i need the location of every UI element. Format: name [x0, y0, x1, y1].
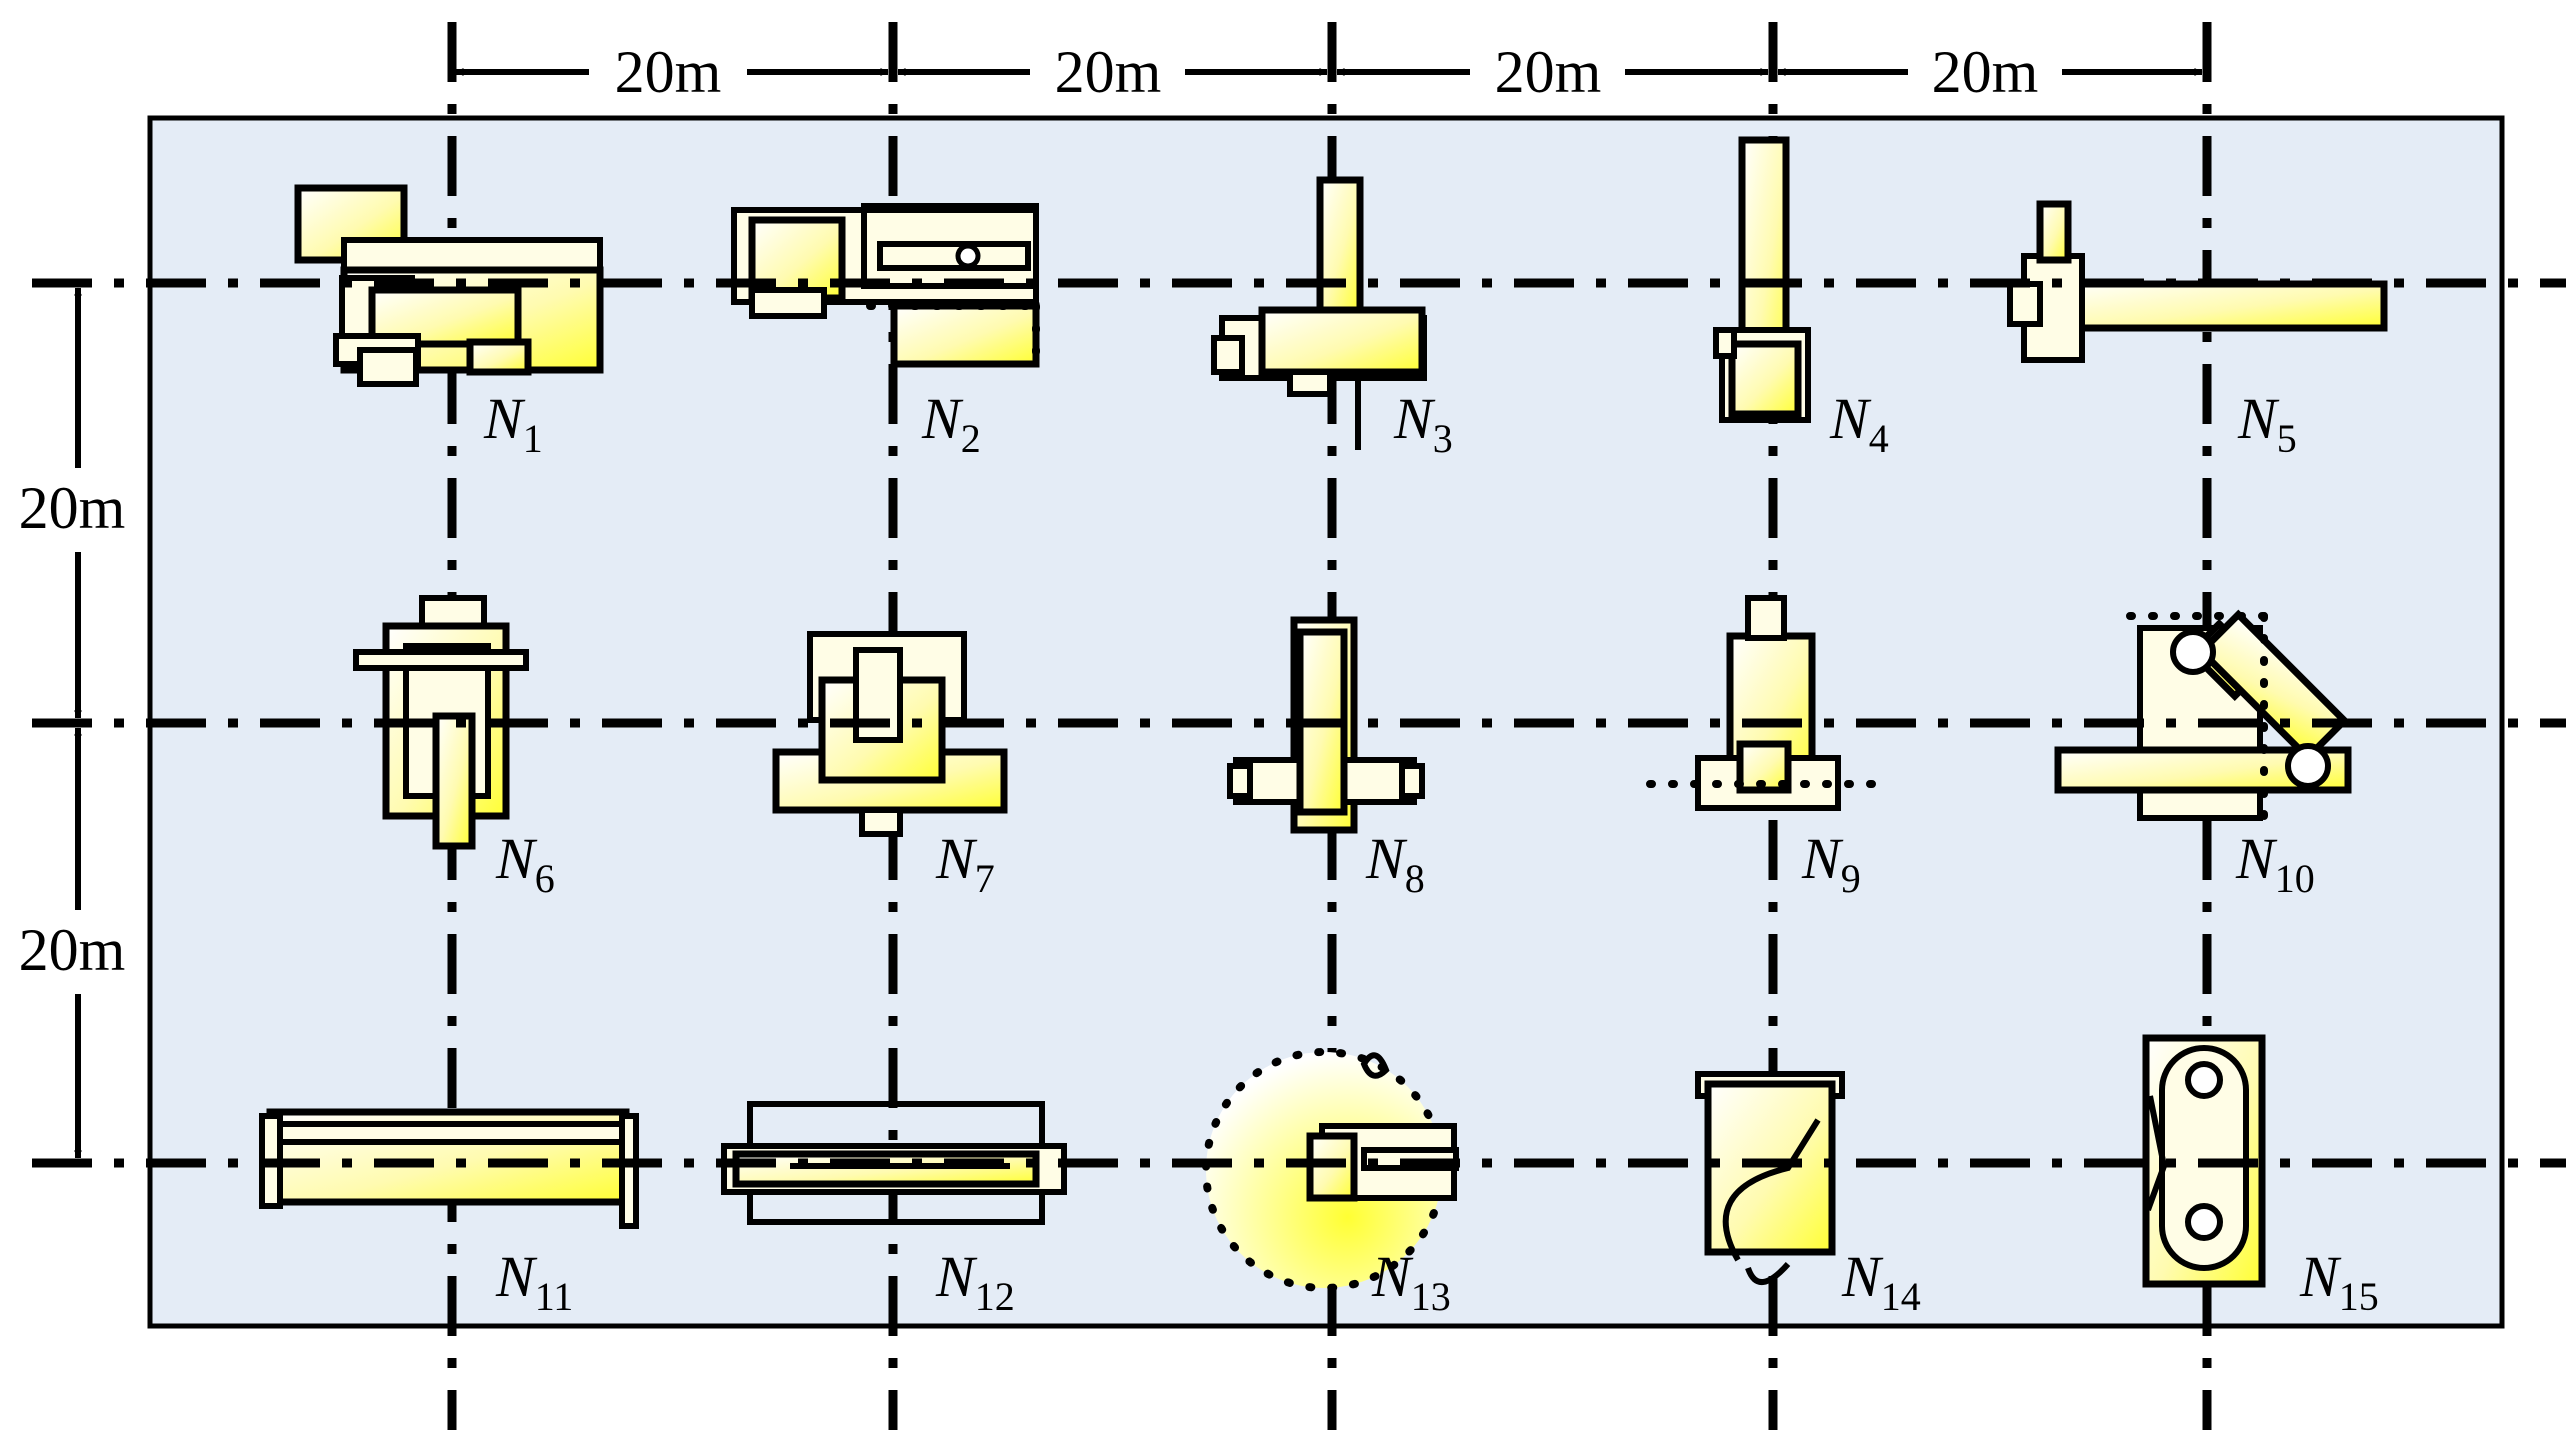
node-label-n12: N12	[935, 1244, 1015, 1319]
machine-n9	[1646, 595, 1884, 811]
node-label-n15: N15	[2299, 1244, 2379, 1319]
node-label-n14: N14	[1841, 1244, 1921, 1319]
machine-n7	[772, 631, 1008, 837]
v-dim-label-1: 20m	[19, 475, 126, 541]
node-label-n13: N13	[1371, 1244, 1451, 1319]
node-label-n1: N1	[483, 386, 543, 461]
machine-n14	[1695, 1071, 1845, 1286]
h-dim-label-2: 20m	[1055, 39, 1162, 105]
v-dim-label-2: 20m	[19, 917, 126, 983]
node-label-n6: N6	[495, 826, 555, 901]
vertical-dimensions: 20m 20m	[19, 287, 126, 1159]
node-labels: N1 N2 N3 N4 N5 N6 N7 N8 N9 N10 N11 N12 N…	[483, 386, 2379, 1319]
node-label-n10: N10	[2235, 826, 2315, 901]
machine-n4	[1713, 136, 1811, 423]
node-label-n4: N4	[1829, 386, 1889, 461]
node-label-n8: N8	[1365, 826, 1425, 901]
node-label-n5: N5	[2237, 386, 2297, 461]
grid-horizontal-lines	[32, 278, 2566, 1168]
horizontal-dimensions: 20m 20m 20m 20m	[455, 39, 2203, 105]
node-label-n2: N2	[921, 386, 981, 461]
node-label-n3: N3	[1393, 386, 1453, 461]
node-label-n9: N9	[1801, 826, 1861, 901]
node-label-n7: N7	[935, 826, 995, 901]
h-dim-label-1: 20m	[615, 39, 722, 105]
node-label-n11: N11	[495, 1244, 573, 1319]
machine-n3	[1211, 176, 1427, 450]
h-dim-label-3: 20m	[1495, 39, 1602, 105]
machine-n10	[2054, 609, 2352, 824]
h-dim-label-4: 20m	[1932, 39, 2039, 105]
machine-n13	[1202, 1048, 1459, 1292]
